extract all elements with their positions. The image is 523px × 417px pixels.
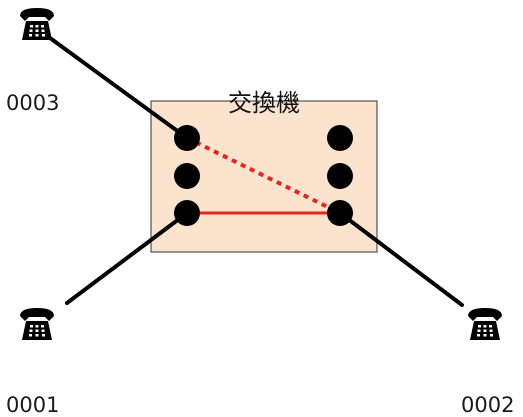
port-right-1 [327,125,353,151]
subscriber-line-0001 [65,211,189,305]
subscriber-line-0002 [338,211,464,307]
port-left-3 [174,200,200,226]
port-right-3 [327,200,353,226]
exchange-label: 交換機 [228,89,300,117]
connection-0003-0002-dotted [186,136,341,215]
terminal-number-0002: 0002 [461,393,514,417]
telephone-icon [468,308,502,340]
subscriber-line-0003 [48,36,189,140]
terminal-number-0001: 0001 [6,393,59,417]
port-left-2 [174,163,200,189]
telephone-icon [20,308,54,340]
telephone-icon [20,8,54,40]
port-left-1 [174,125,200,151]
port-right-2 [327,163,353,189]
terminal-number-0003: 0003 [6,91,59,115]
